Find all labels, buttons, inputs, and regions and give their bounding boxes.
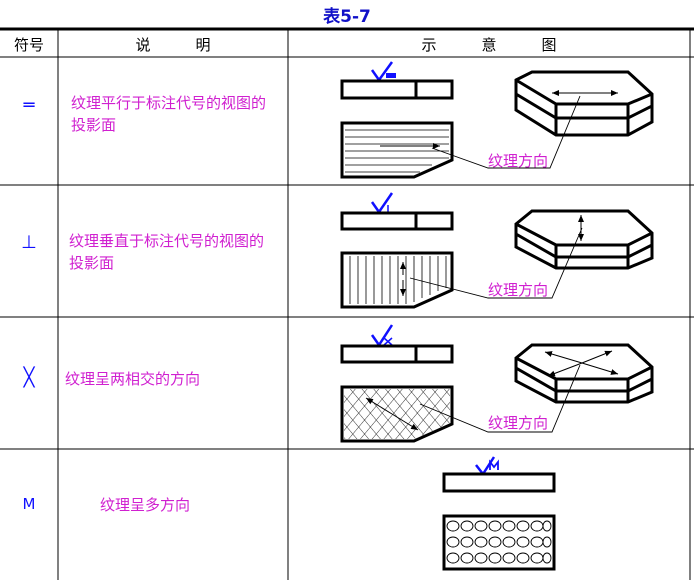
header-description: 说 明 (135, 36, 211, 54)
symbol-perpendicular: ⊥ (21, 232, 37, 253)
row1-desc-line2: 投影面 (71, 116, 117, 134)
row3-roughness-symbol-icon (370, 324, 394, 348)
symbol-multidirectional: M (22, 495, 36, 513)
row2-desc-line2: 投影面 (69, 254, 115, 272)
row1-roughness-symbol-icon (370, 61, 396, 83)
header-symbol: 符号 (13, 36, 44, 54)
table-title: 表5-7 (323, 7, 371, 27)
row2-roughness-symbol-icon (370, 192, 394, 215)
symbol-parallel: ═ (23, 95, 35, 116)
row3-diagram (340, 324, 654, 443)
row4-diagram (442, 456, 556, 571)
row1-description: 纹理平行于标注代号的视图的 投影面 (71, 92, 266, 136)
row3-label: 纹理方向 (488, 414, 549, 432)
symbol-crossed: ╳ (23, 367, 35, 388)
header-diagram: 示 意 图 (421, 36, 557, 54)
row2-desc-line1: 纹理垂直于标注代号的视图的 (69, 232, 265, 250)
row1-desc-line1: 纹理平行于标注代号的视图的 (71, 94, 267, 112)
row1-diagram (340, 61, 654, 179)
row2-label: 纹理方向 (488, 281, 549, 299)
row1-label: 纹理方向 (488, 152, 549, 170)
row2-description: 纹理垂直于标注代号的视图的 投影面 (69, 230, 264, 274)
row2-diagram (340, 192, 654, 309)
row4-description: 纹理呈多方向 (100, 496, 191, 514)
row4-roughness-symbol-icon (475, 456, 499, 477)
row3-description: 纹理呈两相交的方向 (65, 370, 201, 388)
